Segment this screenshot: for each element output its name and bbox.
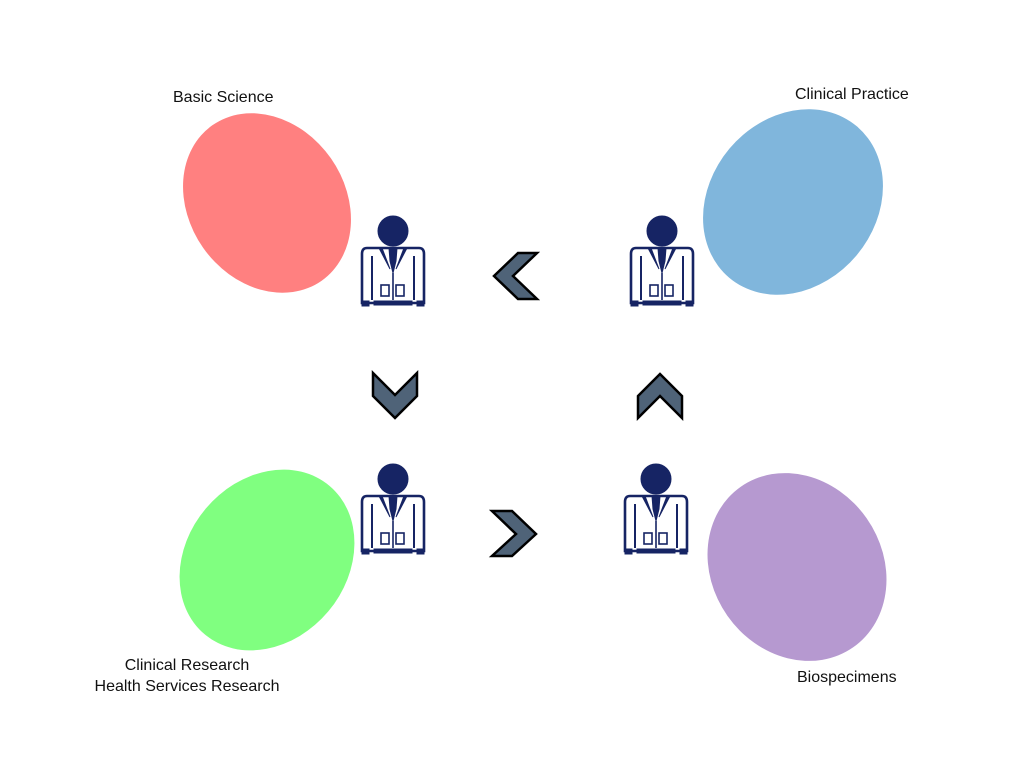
health-services-research-label: Health Services Research	[94, 678, 280, 695]
chevron-left-icon	[492, 251, 541, 301]
chevron-right-icon	[488, 509, 538, 558]
biospecimens-label: Biospecimens	[797, 669, 897, 686]
doctor-icon	[623, 462, 689, 556]
clinical-research-label: Clinical Research	[124, 657, 250, 674]
clinical-research-label-group: Clinical Research Health Services Resear…	[60, 655, 314, 697]
clinical-practice-label: Clinical Practice	[795, 86, 909, 103]
clinical-practice-ellipse	[703, 109, 883, 295]
biospecimens-ellipse	[707, 473, 887, 661]
clinical-research-ellipse	[179, 469, 355, 651]
chevron-down-icon	[371, 369, 419, 420]
doctor-icon	[360, 462, 426, 556]
doctor-icon	[629, 214, 695, 308]
basic-science-ellipse	[183, 113, 351, 293]
doctor-icon	[360, 214, 426, 308]
basic-science-label: Basic Science	[173, 89, 274, 106]
chevron-up-icon	[636, 372, 684, 422]
